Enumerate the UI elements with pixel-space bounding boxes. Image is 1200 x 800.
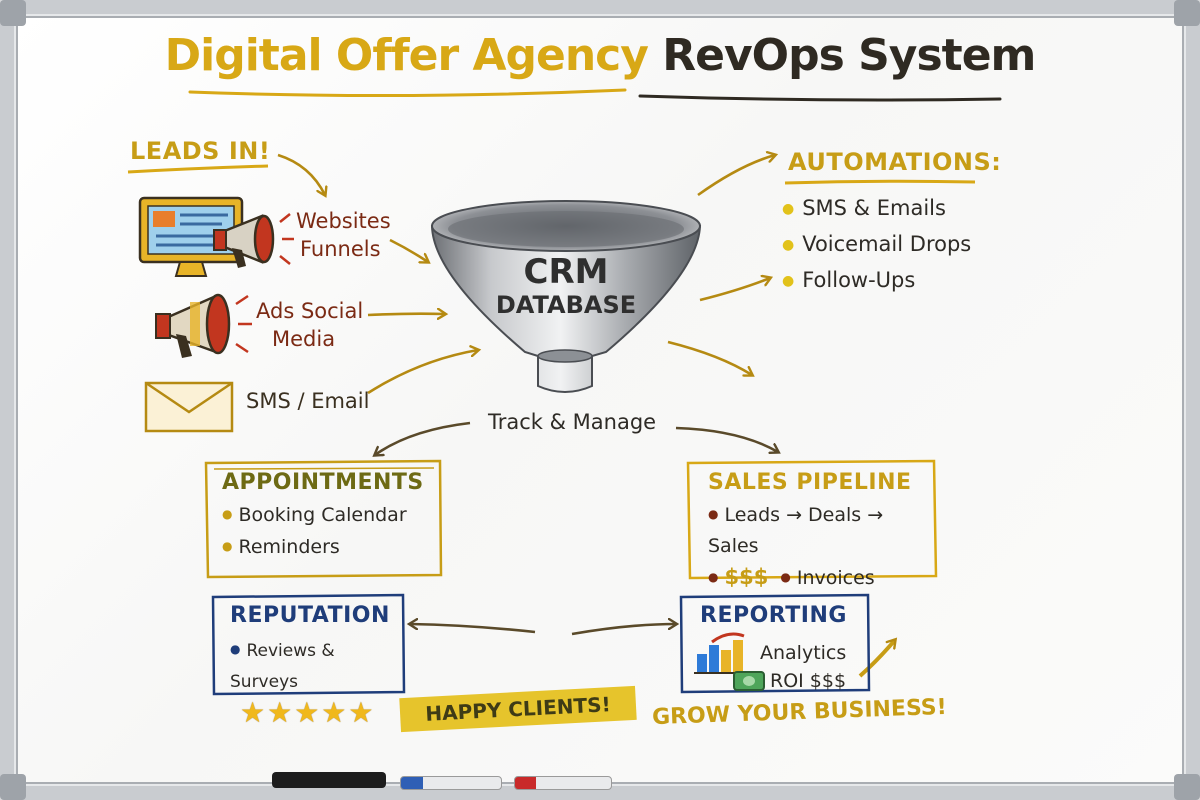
megaphone-icon	[213, 213, 294, 268]
bar-chart-icon	[694, 632, 748, 674]
appointments-item: ●Booking Calendar	[222, 504, 407, 526]
arrow-down-right	[667, 340, 752, 375]
arrow-sms	[367, 350, 478, 395]
roi-label: ROI $$$	[770, 670, 847, 692]
blue-marker[interactable]	[400, 776, 502, 790]
reputation-heading: REPUTATION	[230, 603, 390, 628]
automation-item: Follow-Ups	[782, 263, 971, 299]
arrow-appointments	[375, 421, 471, 455]
media-label: Media	[272, 327, 336, 351]
appointments-item: ●Reminders	[222, 536, 340, 558]
appointments-box-border	[204, 459, 443, 579]
funnels-label: Funnels	[300, 237, 381, 261]
board-corner	[0, 0, 26, 26]
ads-social-label: Ads Social	[256, 299, 364, 323]
sales-pipeline-invoices: ●$$$ ●Invoices	[708, 565, 875, 589]
automations-heading: AUTOMATIONS:	[788, 148, 1002, 176]
arrow-followups	[699, 278, 770, 302]
automations-underline	[784, 179, 976, 185]
arrow-sales	[675, 426, 778, 452]
analytics-label: Analytics	[760, 642, 847, 664]
reputation-box: REPUTATION ●Reviews & Surveys ★★★★★	[230, 603, 400, 728]
track-manage-label: Track & Manage	[488, 410, 657, 434]
cash-icon	[733, 671, 765, 691]
sales-pipeline-heading: SALES PIPELINE	[708, 470, 912, 495]
red-marker[interactable]	[514, 776, 612, 790]
page-title: Digital Offer Agency RevOps System	[0, 30, 1200, 81]
reporting-box-border	[679, 593, 871, 694]
database-label: DATABASE	[495, 291, 637, 319]
crm-label: CRM	[523, 252, 609, 292]
sales-pipeline-flow: ●Leads → Deals → Sales	[708, 504, 884, 557]
star-rating: ★★★★★	[240, 696, 376, 729]
title-part-system: RevOps System	[662, 30, 1036, 81]
arrow-leads	[277, 153, 325, 195]
envelope-icon	[144, 381, 234, 433]
title-underline	[188, 88, 1002, 102]
reputation-item: ●Reviews & Surveys	[230, 641, 335, 692]
arrow-grow	[858, 640, 895, 678]
appointments-heading: APPOINTMENTS	[222, 470, 424, 495]
title-part-agency: Digital Offer Agency	[164, 30, 649, 81]
automation-item: Voicemail Drops	[782, 227, 971, 263]
board-corner	[1174, 774, 1200, 800]
automation-item: SMS & Emails	[782, 191, 971, 227]
board-corner	[0, 774, 26, 800]
megaphone-icon	[155, 293, 252, 358]
black-marker[interactable]	[272, 772, 386, 788]
sales-box-border	[686, 459, 938, 580]
websites-label: Websites	[296, 209, 391, 233]
arrow-reputation	[410, 624, 536, 634]
sales-pipeline-box: SALES PIPELINE ●Leads → Deals → Sales ●$…	[708, 470, 932, 594]
sms-email-label: SMS / Email	[246, 389, 370, 413]
reporting-heading: REPORTING	[700, 603, 847, 628]
reputation-box-border	[211, 593, 406, 696]
leads-underline	[127, 164, 269, 174]
funnel-icon	[430, 200, 702, 393]
arrow-ads	[367, 314, 445, 315]
arrow-websites	[389, 238, 428, 262]
automations-list: SMS & Emails Voicemail Drops Follow-Ups	[782, 191, 971, 299]
appointments-box: APPOINTMENTS ●Booking Calendar ●Reminder…	[222, 470, 436, 563]
leads-heading: LEADS IN!	[130, 137, 271, 165]
arrow-reporting	[571, 624, 676, 636]
arrow-automations	[697, 155, 775, 197]
reporting-box: REPORTING	[700, 603, 868, 628]
board-corner	[1174, 0, 1200, 26]
